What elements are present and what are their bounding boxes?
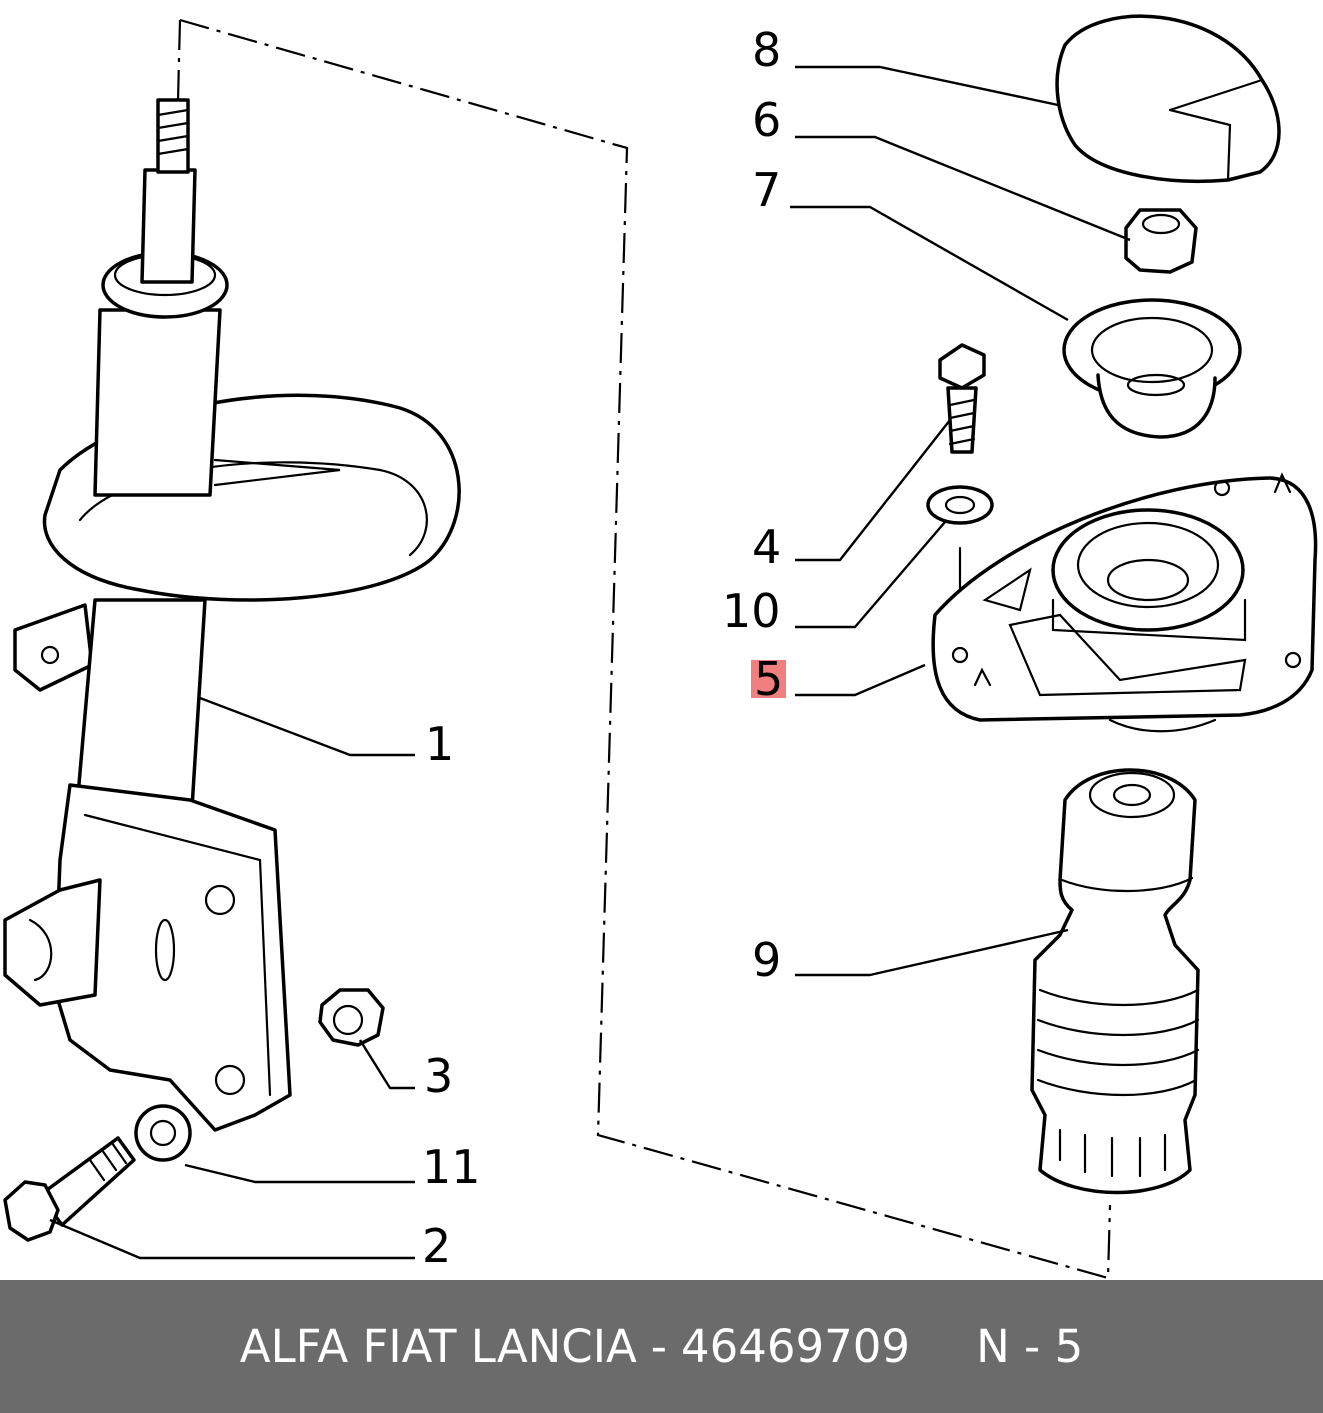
bolt-2 [3,1136,136,1242]
footer-separator: - [650,1320,668,1373]
callout-labels: 1 2 3 4 5 6 7 8 9 10 11 [422,23,786,1273]
footer-position-ref: N - 5 [976,1320,1084,1373]
callout-5: 5 [754,652,783,706]
strut-cap-8 [1055,14,1281,183]
bump-stop-boot-9 [1030,768,1200,1195]
callout-7: 7 [752,163,781,217]
screw-4 [938,343,986,454]
callout-10: 10 [722,584,781,638]
callout-9: 9 [752,933,781,987]
callout-3: 3 [424,1049,453,1103]
assembly-outline [176,18,1112,1280]
callout-11: 11 [422,1140,481,1194]
top-mount-plate-5 [931,472,1318,733]
footer-brands: ALFA FIAT LANCIA [239,1320,637,1373]
footer-part-number: 46469709 [681,1320,911,1373]
shock-absorber-strut [3,98,461,1132]
hex-nut-3 [318,988,385,1047]
callout-8: 8 [752,23,781,77]
callout-1: 1 [425,717,454,771]
callout-5-highlight [751,660,786,698]
footer-bar: ALFA FIAT LANCIA - 46469709 N - 5 [0,1280,1323,1413]
flange-nut-6 [1124,208,1198,274]
bearing-cup-7 [1062,298,1242,439]
leader-lines [49,65,1131,1260]
callout-4: 4 [752,520,781,574]
callout-2: 2 [422,1219,451,1273]
washer-11 [134,1104,192,1162]
callout-6: 6 [752,93,781,147]
exploded-parts-diagram: 1 2 3 4 5 6 7 8 9 10 11 [3,14,1318,1280]
